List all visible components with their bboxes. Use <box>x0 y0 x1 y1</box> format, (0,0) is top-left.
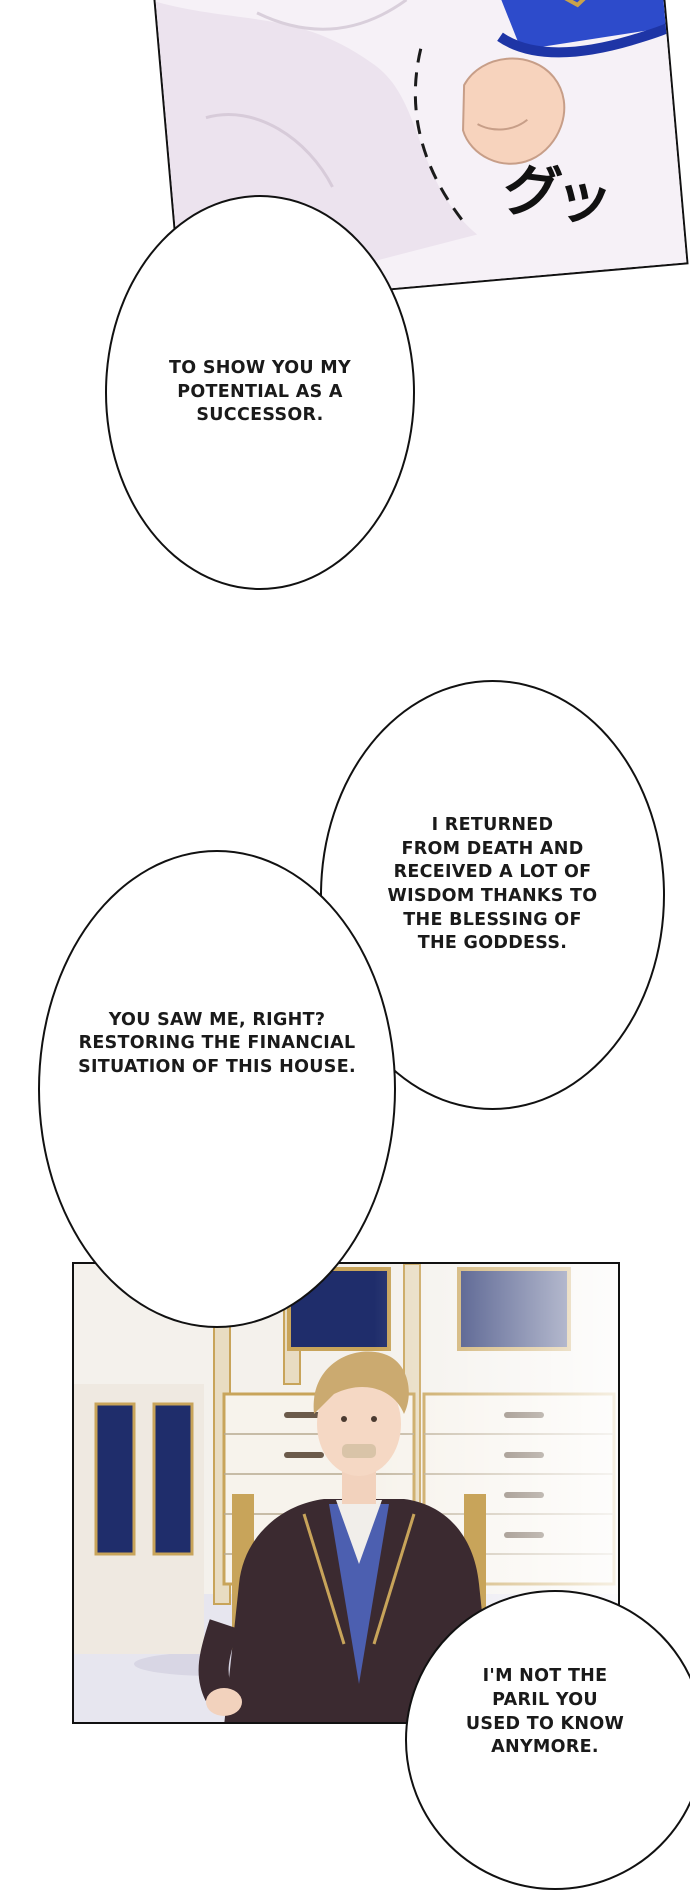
speech-text: I RETURNED FROM DEATH AND RECEIVED A LOT… <box>387 815 598 954</box>
speech-text: I'M NOT THE PARIL YOU USED TO KNOW ANYMO… <box>465 1666 625 1758</box>
speech-text: TO SHOW YOU MY POTENTIAL AS A SUCCESSOR. <box>169 358 351 426</box>
speech-text: YOU SAW ME, RIGHT? RESTORING THE FINANCI… <box>78 1009 356 1077</box>
speech-bubble-saw: YOU SAW ME, RIGHT? RESTORING THE FINANCI… <box>38 850 396 1328</box>
speech-bubble-successor: TO SHOW YOU MY POTENTIAL AS A SUCCESSOR. <box>105 195 415 590</box>
sound-effect: グッ <box>499 154 611 235</box>
speech-bubble-paril: I'M NOT THE PARIL YOU USED TO KNOW ANYMO… <box>405 1590 690 1890</box>
